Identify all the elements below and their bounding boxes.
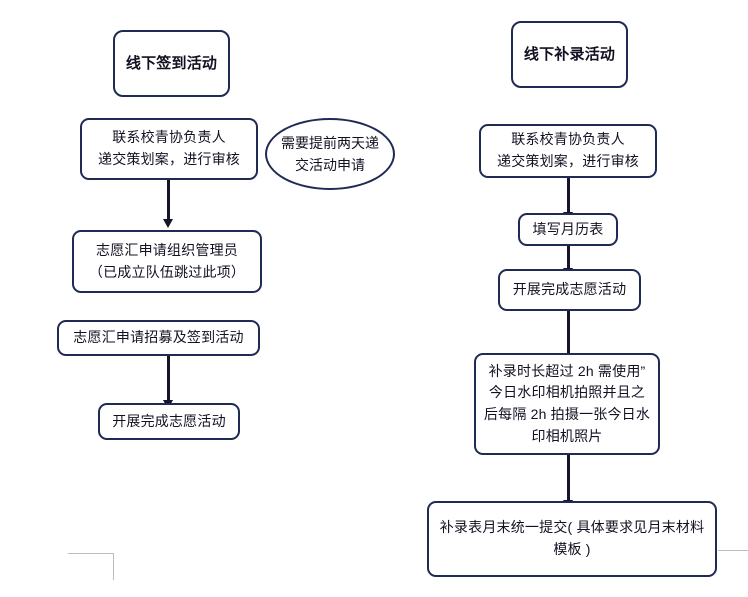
left-step-4-text: 开展完成志愿活动 [106,411,232,433]
right-step-4-line-2: 今日水印相机拍照并且之 [488,384,646,401]
left-step-2-line-2: （已成立队伍跳过此项） [88,263,246,280]
left-step-3-line-1: 志愿汇申请招募及签到活动 [73,329,244,346]
right-step-4-box[interactable]: 补录时长超过 2h 需使用” 今日水印相机拍照并且之 后每隔 2h 拍摄一张今日… [474,353,660,455]
page-margin-corner-bottom-left [68,553,118,583]
left-flow-note-line-2: 交活动申请 [295,157,365,173]
left-step-3-box[interactable]: 志愿汇申请招募及签到活动 [57,320,260,356]
left-step-1-text: 联系校青协负责人 递交策划案，进行审核 [88,127,250,170]
right-step-1-line-1: 联系校青协负责人 [511,131,625,148]
right-step-2-box[interactable]: 填写月历表 [518,213,618,246]
left-step-4-box[interactable]: 开展完成志愿活动 [98,403,240,440]
right-flow-title-box[interactable]: 线下补录活动 [511,21,628,88]
left-step-1-line-1: 联系校青协负责人 [112,129,226,146]
left-step-2-box[interactable]: 志愿汇申请组织管理员 （已成立队伍跳过此项） [72,230,262,293]
right-step-4-line-4: 印相机照片 [531,427,603,444]
right-step-3-box[interactable]: 开展完成志愿活动 [498,269,641,311]
left-flow-note-text: 需要提前两天递 交活动申请 [281,132,379,177]
right-step-5-text: 补录表月末统一提交( 具体要求见月末材料 模板 ) [435,517,709,560]
right-step-1-line-2: 递交策划案，进行审核 [497,153,639,169]
right-step-1-box[interactable]: 联系校青协负责人 递交策划案，进行审核 [479,124,657,178]
right-step-2-text: 填写月历表 [526,219,610,241]
left-step-1-line-2: 递交策划案，进行审核 [98,151,240,167]
right-step-3-text: 开展完成志愿活动 [506,279,633,301]
right-step-4-line-3: 后每隔 2h 拍摄一张今日水 [483,406,651,422]
left-flow-note-line-1: 需要提前两天递 [281,134,379,151]
left-step-2-text: 志愿汇申请组织管理员 （已成立队伍跳过此项） [80,240,254,283]
right-step-5-line-1: 补录表月末统一提交( 具体要求见月末材料 [439,519,705,536]
left-step-4-line-1: 开展完成志愿活动 [112,412,226,429]
right-step-5-line-2: 模板 ) [553,541,591,557]
right-step-4-text: 补录时长超过 2h 需使用” 今日水印相机拍照并且之 后每隔 2h 拍摄一张今日… [482,361,652,448]
left-step-2-line-1: 志愿汇申请组织管理员 [96,241,238,258]
left-step-3-text: 志愿汇申请招募及签到活动 [65,327,252,349]
page-margin-mark-right [718,550,748,551]
left-flow-title-box[interactable]: 线下签到活动 [113,30,230,97]
right-step-5-box[interactable]: 补录表月末统一提交( 具体要求见月末材料 模板 ) [427,501,717,577]
right-step-2-line-1: 填写月历表 [532,220,604,237]
right-step-1-text: 联系校青协负责人 递交策划案，进行审核 [487,129,649,172]
left-flow-title-text: 线下签到活动 [125,54,218,72]
right-step-4-line-1: 补录时长超过 2h 需使用” [488,362,646,379]
left-flow-note-ellipse[interactable]: 需要提前两天递 交活动申请 [265,118,395,190]
right-step-3-line-1: 开展完成志愿活动 [512,281,627,298]
right-flow-title-text: 线下补录活动 [523,45,616,63]
left-step-1-box[interactable]: 联系校青协负责人 递交策划案，进行审核 [80,118,258,180]
